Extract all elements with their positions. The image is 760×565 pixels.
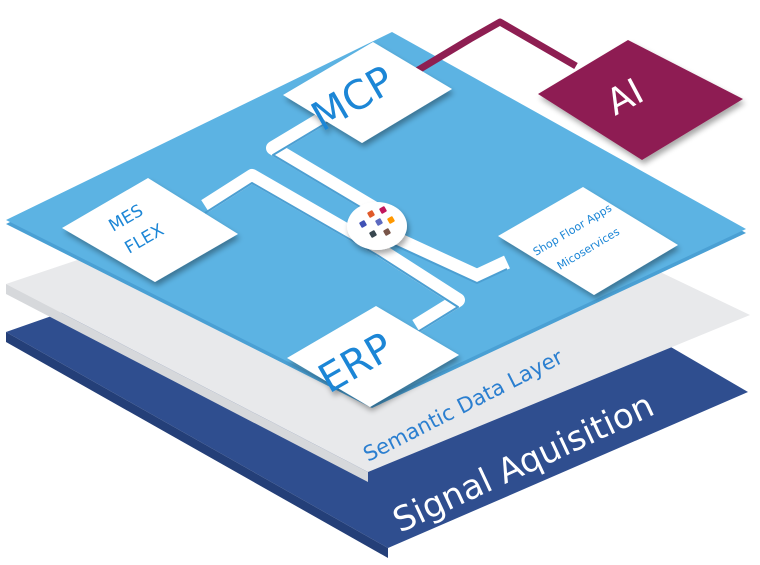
pipe-mcp [266,102,381,217]
mcp-node[interactable]: MCP [283,42,452,143]
hub-dot [369,230,377,238]
hub-dot [375,218,383,226]
connection-pipes [201,102,510,332]
hub-dot [359,220,367,228]
hub-dot [383,228,391,236]
hub-dot [387,216,395,224]
data-hub[interactable] [347,202,407,250]
pipe-mes [201,169,381,255]
shop-floor-apps-node[interactable]: Shop Floor Apps Micoservices [498,187,678,295]
hub-circle [347,202,407,250]
hub-dots [359,206,395,238]
mes-flex-node[interactable]: MES FLEX [62,178,238,282]
pipe-erp [373,242,465,332]
erp-node[interactable]: ERP [287,306,459,407]
ai-node[interactable]: AI [538,40,743,160]
connection-pipe-edges [204,115,508,334]
pipe-shopfloor [374,223,510,283]
hub-dot [367,210,375,218]
ai-connector [413,18,578,76]
hub-dot [379,206,387,214]
